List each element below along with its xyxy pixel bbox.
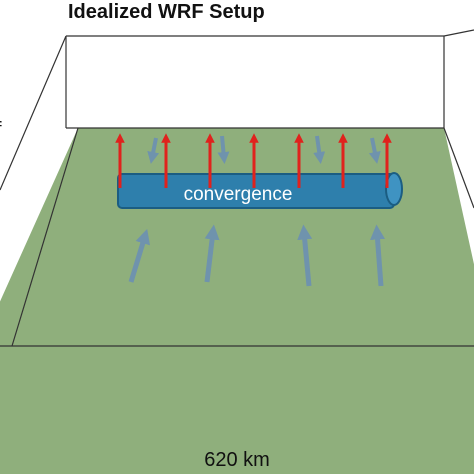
downward-arrow — [368, 137, 381, 164]
downward-arrows — [147, 135, 381, 164]
inflow-arrow — [297, 224, 313, 287]
left-axis-label-fragment: f — [0, 118, 2, 142]
inflow-arrow — [204, 224, 220, 283]
downward-arrow — [217, 135, 230, 164]
inflow-arrow — [128, 228, 150, 283]
domain-box-outline — [0, 29, 474, 347]
convergence-label: convergence — [184, 184, 293, 205]
downward-arrow — [147, 137, 160, 164]
diagram-title: Idealized WRF Setup — [68, 1, 265, 23]
ground-front-face — [0, 346, 474, 474]
updraft-arrows — [115, 133, 392, 188]
convergence-band: convergence — [117, 172, 403, 209]
inflow-arrow — [370, 224, 386, 287]
downward-arrow — [313, 135, 326, 164]
domain-width-label: 620 km — [204, 449, 270, 471]
ground-plane — [0, 128, 474, 346]
inflow-arrows — [128, 224, 386, 287]
